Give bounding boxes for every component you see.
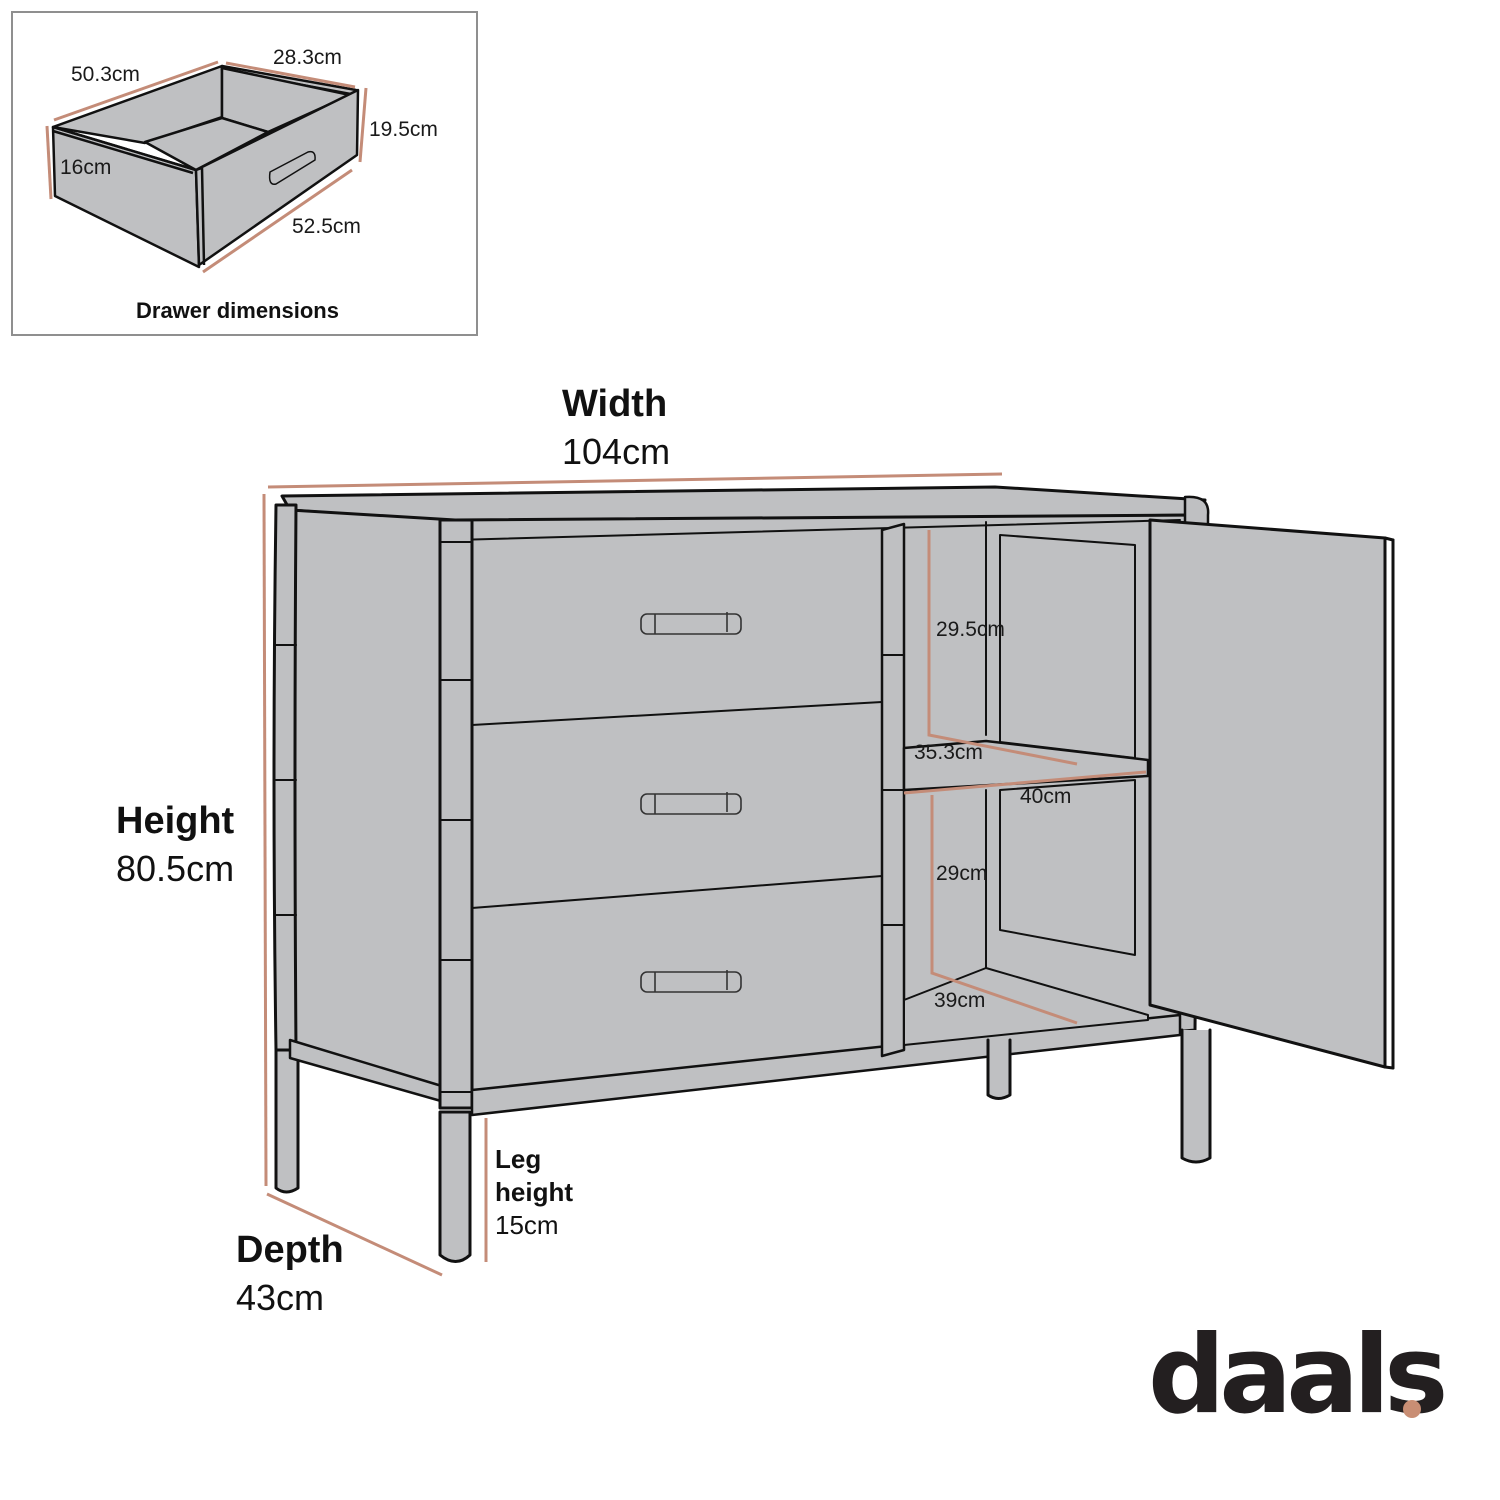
- height-line: [262, 493, 268, 1187]
- depth-line: [266, 1192, 443, 1277]
- upper-compartment-height-label: 29.5cm: [936, 618, 1005, 641]
- lower-compartment-line: [930, 795, 1078, 1025]
- leg-height-title-2: height: [495, 1177, 573, 1207]
- depth-value: 43cm: [236, 1277, 325, 1318]
- shelf-width-label: 40cm: [1020, 785, 1072, 808]
- drawer-handle-top: [640, 612, 742, 635]
- drawer-handle-bottom: [640, 970, 742, 993]
- drawer-side-height-label: 16cm: [60, 156, 112, 179]
- brand-logo: daals: [1148, 1313, 1448, 1438]
- leg-height-value: 15cm: [495, 1210, 559, 1240]
- height-value: 80.5cm: [116, 848, 235, 889]
- width-line: [267, 472, 1003, 489]
- height-title: Height: [116, 800, 235, 842]
- lower-compartment-height-label: 29cm: [936, 862, 988, 885]
- drawer-side-width-label: 28.3cm: [273, 46, 342, 69]
- drawer-dimension-lines: [45, 60, 368, 274]
- drawer-caption: Drawer dimensions: [136, 298, 339, 323]
- shelf-width-line: [903, 770, 1147, 795]
- drawer-handles: [640, 612, 742, 993]
- width-title: Width: [562, 383, 668, 425]
- leg-height-title-1: Leg: [495, 1144, 542, 1174]
- upper-compartment-line: [927, 530, 1078, 766]
- shelf-depth-label: 35.3cm: [914, 741, 983, 764]
- drawer-handle-middle: [640, 792, 742, 815]
- brand-logo-dot: [1403, 1400, 1421, 1418]
- base-depth-label: 39cm: [934, 989, 986, 1012]
- sideboard-illustration: [272, 485, 1395, 1263]
- main-dimension-lines: [262, 472, 1147, 1277]
- drawer-back-length-label: 50.3cm: [71, 63, 140, 86]
- width-value: 104cm: [562, 431, 671, 472]
- depth-title: Depth: [236, 1229, 344, 1271]
- drawer-front-length-label: 52.5cm: [292, 215, 361, 238]
- drawer-front-height-label: 19.5cm: [369, 118, 438, 141]
- drawer-illustration: [51, 64, 360, 269]
